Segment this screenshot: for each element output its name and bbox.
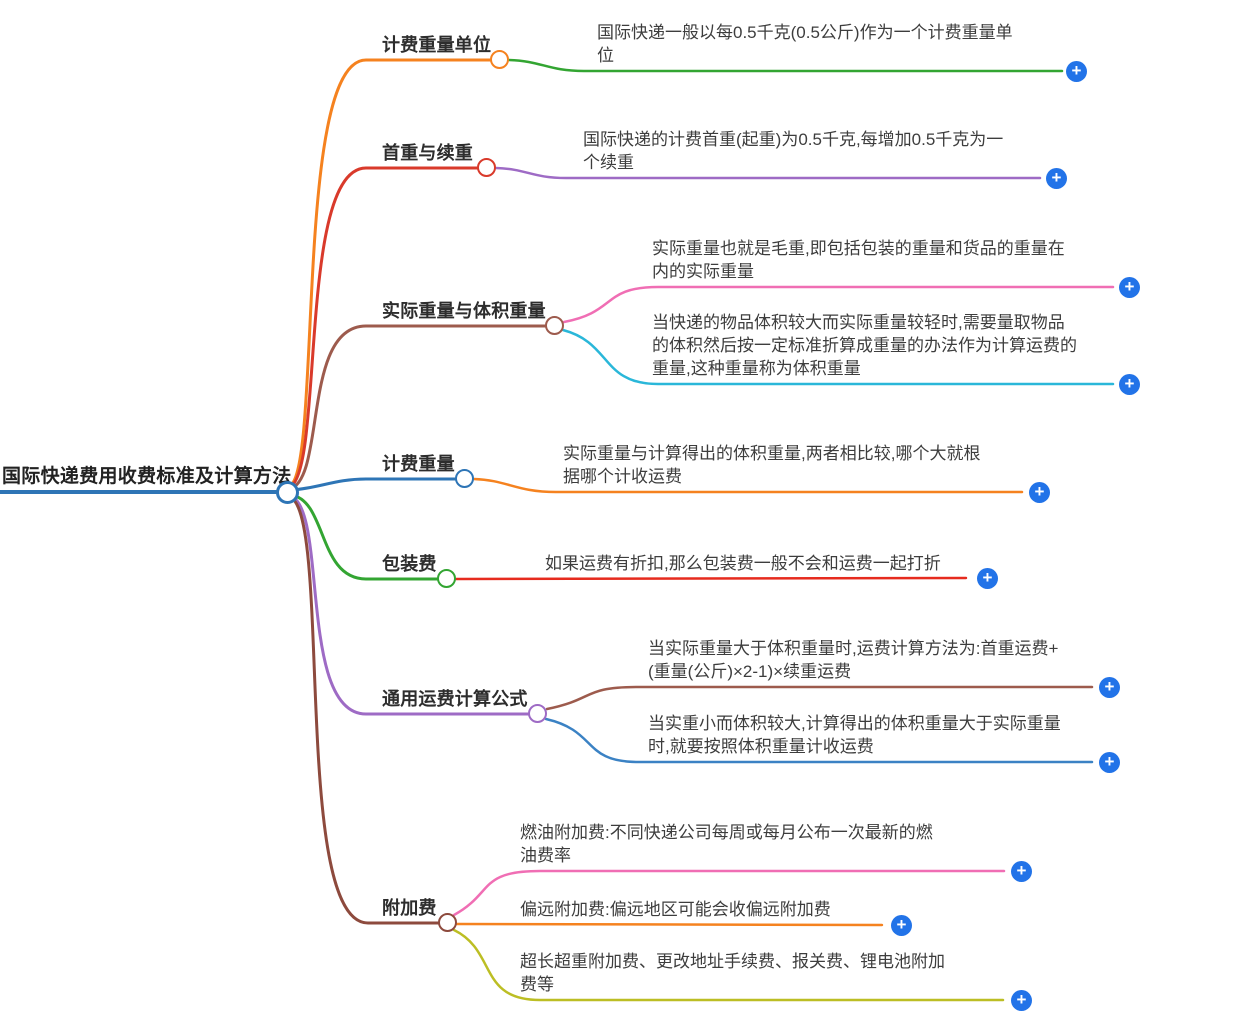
add-child-button[interactable]: + <box>977 568 998 589</box>
branch-link-surcharges <box>288 495 441 925</box>
leaf-link-chargeable-weight-1 <box>472 477 1024 494</box>
leaf-link-weight-unit-1 <box>507 58 1064 73</box>
add-child-button[interactable]: + <box>1066 61 1087 82</box>
leaf-text-chargeable-weight[interactable]: 实际重量与计算得出的体积重量,两者相比较,哪个大就根 据哪个计收运费 <box>563 444 981 486</box>
add-child-button[interactable]: + <box>1011 861 1032 882</box>
add-child-button[interactable]: + <box>1099 752 1120 773</box>
add-child-button[interactable]: + <box>1046 168 1067 189</box>
branch-label-surcharges[interactable]: 附加费 <box>382 898 437 918</box>
branch-link-formula <box>288 494 531 716</box>
branch-label-chargeable-weight[interactable]: 计费重量 <box>382 454 455 474</box>
branch-label-packaging-fee[interactable]: 包装费 <box>382 554 437 574</box>
branch-link-weight-unit <box>288 58 493 488</box>
branch-circle-actual-vs-volumetric[interactable] <box>545 316 564 335</box>
branch-label-first-additional-weight[interactable]: 首重与续重 <box>382 143 473 163</box>
leaf-link-fuel-surcharge <box>452 869 1006 917</box>
branch-label-actual-vs-volumetric[interactable]: 实际重量与体积重量 <box>382 301 546 321</box>
leaf-link-formula-actual-greater <box>545 685 1094 711</box>
branch-label-formula[interactable]: 通用运费计算公式 <box>382 689 528 709</box>
leaf-link-packaging-fee-1 <box>454 576 968 581</box>
add-child-button[interactable]: + <box>891 915 912 936</box>
root-topic[interactable]: 国际快递费用收费标准及计算方法 <box>2 466 292 487</box>
add-child-button[interactable]: + <box>1119 374 1140 395</box>
leaf-link-volumetric-weight <box>561 328 1115 386</box>
branch-link-chargeable-weight <box>290 477 458 492</box>
leaf-text-volumetric-weight[interactable]: 当快递的物品体积较大而实际重量较轻时,需要量取物品 的体积然后按一定标准折算成重… <box>652 313 1077 378</box>
leaf-link-first-weight-1 <box>494 166 1042 180</box>
leaf-text-weight-unit[interactable]: 国际快递一般以每0.5千克(0.5公斤)作为一个计费重量单 位 <box>597 23 1013 65</box>
branch-link-first-additional-weight <box>288 166 480 489</box>
add-child-button[interactable]: + <box>1011 990 1032 1011</box>
branch-link-actual-vs-volumetric <box>288 324 548 491</box>
add-child-button[interactable]: + <box>1119 277 1140 298</box>
leaf-text-formula-actual-greater[interactable]: 当实际重量大于体积重量时,运费计算方法为:首重运费+ (重量(公斤)×2-1)×… <box>648 639 1059 681</box>
leaf-link-remote-surcharge <box>455 922 884 927</box>
branch-circle-formula[interactable] <box>528 704 547 723</box>
root-node-circle[interactable] <box>276 481 299 504</box>
add-child-button[interactable]: + <box>1099 677 1120 698</box>
branch-circle-surcharges[interactable] <box>438 913 457 932</box>
branch-circle-weight-unit[interactable] <box>490 50 509 69</box>
branch-link-packaging-fee <box>289 493 440 581</box>
leaf-text-remote-surcharge[interactable]: 偏远附加费:偏远地区可能会收偏远附加费 <box>520 900 831 919</box>
leaf-text-actual-weight[interactable]: 实际重量也就是毛重,即包括包装的重量和货品的重量在 内的实际重量 <box>652 239 1065 281</box>
leaf-link-actual-weight <box>562 285 1115 324</box>
leaf-text-packaging-fee[interactable]: 如果运费有折扣,那么包装费一般不会和运费一起打折 <box>545 554 941 573</box>
leaf-link-other-surcharges <box>452 928 1005 1002</box>
add-child-button[interactable]: + <box>1029 482 1050 503</box>
branch-circle-chargeable-weight[interactable] <box>455 469 474 488</box>
leaf-text-formula-volumetric-greater[interactable]: 当实重小而体积较大,计算得出的体积重量大于实际重量 时,就要按照体积重量计收运费 <box>648 714 1061 756</box>
branch-circle-packaging-fee[interactable] <box>437 569 456 588</box>
branch-label-weight-unit[interactable]: 计费重量单位 <box>382 35 492 55</box>
leaf-text-first-additional-weight[interactable]: 国际快递的计费首重(起重)为0.5千克,每增加0.5千克为一 个续重 <box>583 130 1004 172</box>
branch-circle-first-additional-weight[interactable] <box>477 158 496 177</box>
leaf-text-fuel-surcharge[interactable]: 燃油附加费:不同快递公司每周或每月公布一次最新的燃 油费率 <box>520 823 933 865</box>
leaf-text-other-surcharges[interactable]: 超长超重附加费、更改地址手续费、报关费、锂电池附加 费等 <box>520 952 945 994</box>
leaf-link-formula-volumetric-greater <box>544 717 1094 764</box>
